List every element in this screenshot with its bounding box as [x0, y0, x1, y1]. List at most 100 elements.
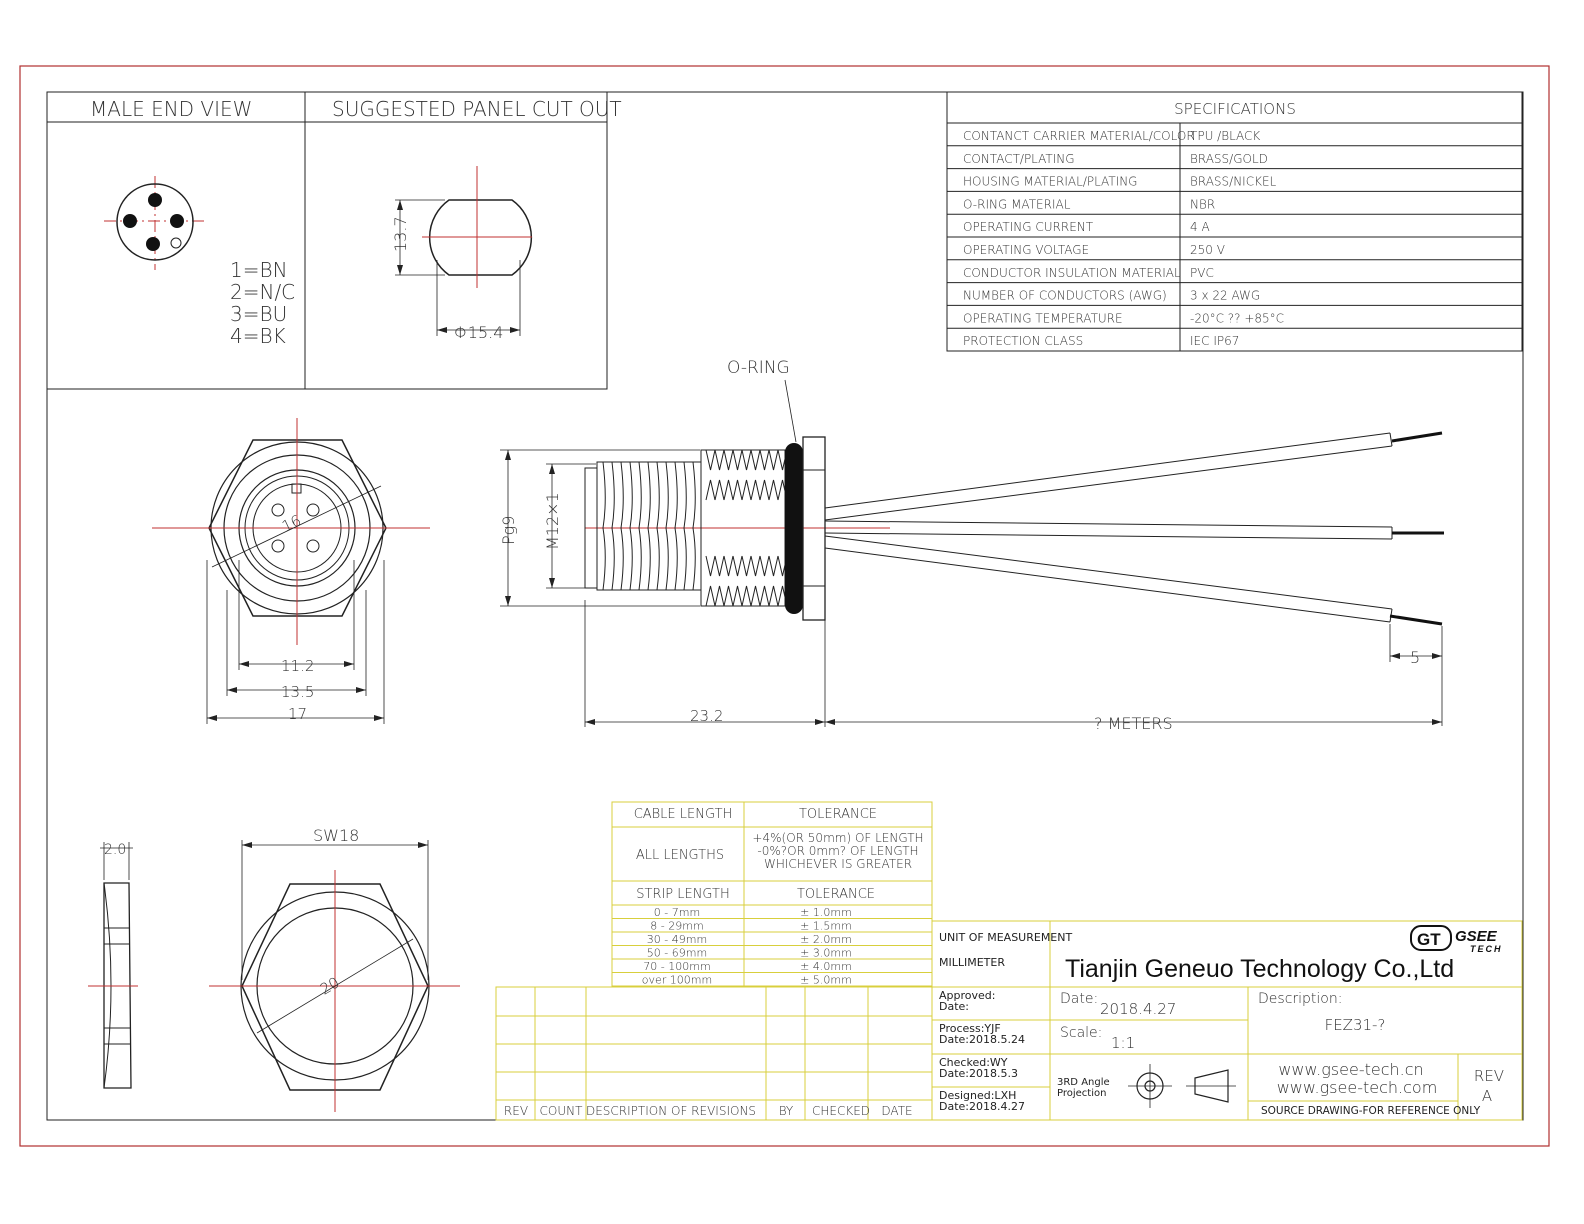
pinout-legend: 1=BN 2=N/C 3=BU 4=BK [230, 258, 295, 348]
company-name: Tianjin Geneuo Technology Co.,Ltd [1065, 955, 1454, 983]
tol-range: over 100mm [642, 974, 712, 987]
process-date: Date:2018.5.24 [939, 1033, 1025, 1046]
spec-label: NUMBER OF CONDUCTORS (AWG) [963, 289, 1167, 303]
date-value: 2018.4.27 [1100, 1000, 1176, 1018]
checked-label: Checked:WY [939, 1056, 1008, 1069]
date-label: Date: [1060, 991, 1098, 1007]
rev-col-description: DESCRIPTION OF REVISIONS [586, 1104, 756, 1118]
pin-4: 4=BK [230, 324, 286, 348]
width-11-2-dim: 11.2 [281, 657, 314, 675]
sheet-border [19, 65, 1550, 1147]
rev-col-date: DATE [881, 1104, 912, 1118]
tol-value: ± 2.0mm [800, 933, 852, 946]
scale-label: Scale: [1060, 1025, 1102, 1041]
spec-value: -20°C ?? +85°C [1190, 311, 1284, 325]
side-view: O-RING Pg9 M12×1 [499, 358, 1444, 733]
rev-col-checked: CHECKED [812, 1104, 870, 1118]
rev-col-count: COUNT [540, 1104, 584, 1118]
spec-value: 250 V [1190, 243, 1225, 257]
spec-label: OPERATING CURRENT [963, 220, 1094, 234]
rev-value: A [1482, 1087, 1492, 1105]
tol-value: ± 3.0mm [800, 947, 852, 960]
spec-value: 4 A [1190, 220, 1210, 234]
male-end-view-title: MALE END VIEW [90, 97, 252, 121]
tol-header-strip-length: STRIP LENGTH [636, 887, 730, 902]
rev-label: REV [1474, 1067, 1504, 1085]
url-cn: www.gsee-tech.cn [1278, 1060, 1423, 1079]
pin-3: 3=BU [230, 302, 287, 326]
designed-label: Designed:LXH [939, 1089, 1016, 1102]
designed-date: Date:2018.4.27 [939, 1100, 1025, 1113]
logo-name: GSEE [1455, 928, 1498, 945]
o-ring-label: O-RING [727, 358, 790, 378]
process-label: Process:YJF [939, 1022, 1001, 1035]
top-left-views: MALE END VIEW SUGGESTED PANEL CUT OUT 1=… [46, 91, 622, 390]
width-13-5-dim: 13.5 [281, 683, 314, 701]
spec-value: BRASS/NICKEL [1190, 175, 1277, 189]
tol-header-cable-length: CABLE LENGTH [634, 807, 733, 822]
spec-label: PROTECTION CLASS [963, 334, 1083, 348]
front-view: 16 11.2 13.5 17 [152, 418, 430, 724]
reference-note: SOURCE DRAWING-FOR REFERENCE ONLY [1261, 1105, 1481, 1117]
strip-length-dim: 5 [1410, 648, 1420, 667]
male-end-pin-drawing [104, 176, 206, 270]
tol-value: ± 4.0mm [800, 960, 852, 973]
spec-label: HOUSING MATERIAL/PLATING [963, 175, 1137, 189]
spec-value: TPU /BLACK [1190, 129, 1260, 143]
pin-2: 2=N/C [230, 280, 295, 304]
nut-sw-dim: SW18 [313, 826, 359, 845]
tol-range: 8 - 29mm [650, 920, 703, 933]
uom-label: UNIT OF MEASUREMENT [939, 931, 1072, 944]
tol-all-line-2: -0%?OR 0mm? OF LENGTH [757, 844, 918, 858]
tol-header-tolerance-2: TOLERANCE [797, 887, 875, 902]
rev-col-by: BY [779, 1104, 794, 1118]
spec-label: OPERATING TEMPERATURE [963, 311, 1123, 325]
width-17-dim: 17 [288, 705, 307, 723]
title-block: UNIT OF MEASUREMENT MILLIMETER Tianjin G… [931, 920, 1523, 1121]
tol-all-lengths: ALL LENGTHS [636, 848, 724, 863]
description-value: FEZ31-? [1325, 1016, 1386, 1034]
gsee-logo: GT GSEE TECH [1410, 925, 1503, 954]
rev-col-rev: REV [504, 1104, 528, 1118]
cutout-height-dim: 13.7 [391, 216, 410, 252]
spec-label: CONTACT/PLATING [963, 152, 1075, 166]
spec-value: BRASS/GOLD [1190, 152, 1268, 166]
spec-value: 3 x 22 AWG [1190, 289, 1260, 303]
projection-line-1: 3RD Angle [1057, 1077, 1110, 1088]
tol-range: 0 - 7mm [654, 906, 700, 919]
pin-1: 1=BN [230, 258, 288, 282]
front-dia-dim: 16 [279, 511, 304, 535]
panel-cutout-drawing: 13.7 Φ15.4 [391, 166, 533, 342]
approved-label: Approved: [939, 989, 995, 1002]
spec-label: CONTANCT CARRIER MATERIAL/COLOR [963, 129, 1195, 143]
spec-value: PVC [1190, 266, 1214, 280]
tol-range: 30 - 49mm [647, 933, 707, 946]
logo-sub: TECH [1470, 944, 1503, 954]
tol-value: ± 5.0mm [800, 974, 852, 987]
length-23-2-dim: 23.2 [690, 707, 723, 725]
tol-value: ± 1.5mm [800, 920, 852, 933]
specifications-table: SPECIFICATIONS CONTANCT CARRIER MATERIAL… [946, 91, 1523, 352]
nut-thickness-dim: 2.0 [104, 842, 126, 858]
tol-value: ± 1.0mm [800, 906, 852, 919]
third-angle-projection-icon [1128, 1064, 1236, 1108]
tol-header-tolerance: TOLERANCE [799, 807, 877, 822]
spec-value: IEC IP67 [1190, 334, 1239, 348]
scale-value: 1:1 [1111, 1034, 1135, 1052]
nut-front-view: 20 SW18 [209, 826, 460, 1112]
checked-date: Date:2018.5.3 [939, 1067, 1018, 1080]
revision-table: REV COUNT DESCRIPTION OF REVISIONS BY CH… [495, 986, 933, 1121]
nut-side-view: 2.0 [88, 842, 138, 1089]
tol-all-line-3: WHICHEVER IS GREATER [764, 857, 912, 871]
projection-line-2: Projection [1057, 1088, 1106, 1099]
spec-label: O-RING MATERIAL [963, 197, 1071, 211]
specs-title: SPECIFICATIONS [1174, 100, 1296, 118]
spec-label: CONDUCTOR INSULATION MATERIAL [963, 266, 1181, 280]
tolerance-table: CABLE LENGTH TOLERANCE ALL LENGTHS +4%(O… [611, 801, 933, 987]
spec-value: NBR [1190, 197, 1215, 211]
m12-dim: M12×1 [543, 492, 562, 550]
description-label: Description: [1258, 991, 1342, 1007]
tol-all-line-1: +4%(OR 50mm) OF LENGTH [752, 831, 923, 845]
tol-range: 70 - 100mm [643, 960, 710, 973]
